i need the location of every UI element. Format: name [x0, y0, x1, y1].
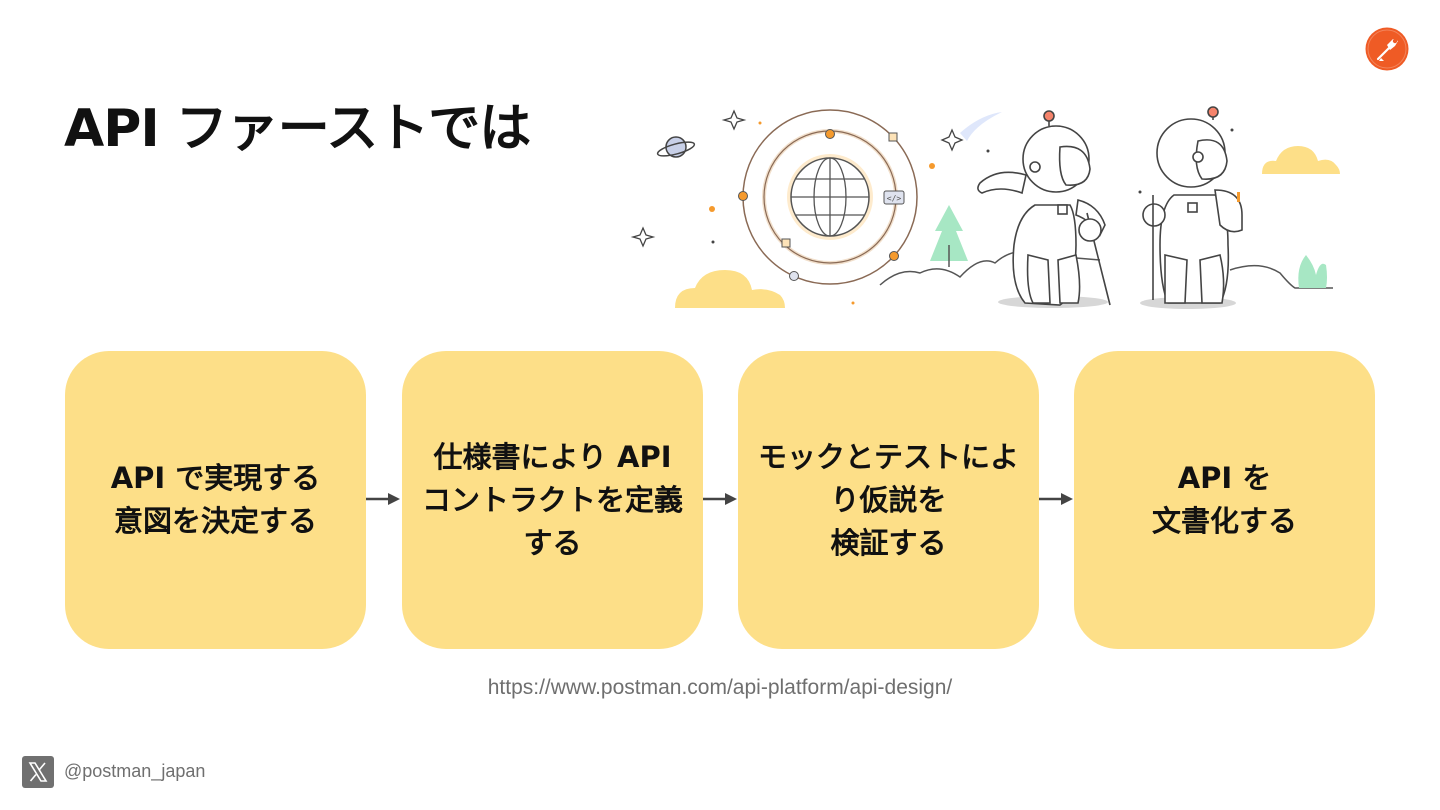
- reference-url[interactable]: https://www.postman.com/api-platform/api…: [487, 676, 953, 699]
- step-card-1: API で実現する 意図を決定する: [65, 351, 366, 649]
- sparkle-icons: [630, 109, 964, 248]
- step-label: モックとテストによ り仮説を 検証する: [757, 439, 1019, 560]
- slide-title: API ファーストでは: [64, 99, 531, 159]
- step-label: API で実現する 意図を決定する: [110, 461, 321, 538]
- globe-icon: </>: [738, 109, 918, 285]
- step-label: API を 文書化する: [1151, 461, 1297, 538]
- step-card-2: 仕様書により API コントラクトを定義 する: [402, 351, 703, 649]
- arrow-right-icon: [703, 493, 737, 505]
- arrow-right-icon: [366, 493, 400, 505]
- x-logo-icon[interactable]: [22, 756, 54, 788]
- postman-logo-icon: [1365, 27, 1409, 71]
- step-label: 仕様書により API コントラクトを定義 する: [421, 439, 683, 560]
- astronaut-icon: [977, 110, 1111, 308]
- planet-icon: [656, 136, 696, 158]
- step-card-3: モックとテストによ り仮説を 検証する: [738, 351, 1039, 649]
- step-card-4: API を 文書化する: [1074, 351, 1375, 649]
- arrow-right-icon: [1039, 493, 1073, 505]
- code-badge-text: </>: [887, 194, 902, 203]
- social-handle[interactable]: @postman_japan: [64, 761, 206, 781]
- astronaut-illustration: </>: [630, 106, 1340, 309]
- astronaut-icon: [1140, 106, 1243, 309]
